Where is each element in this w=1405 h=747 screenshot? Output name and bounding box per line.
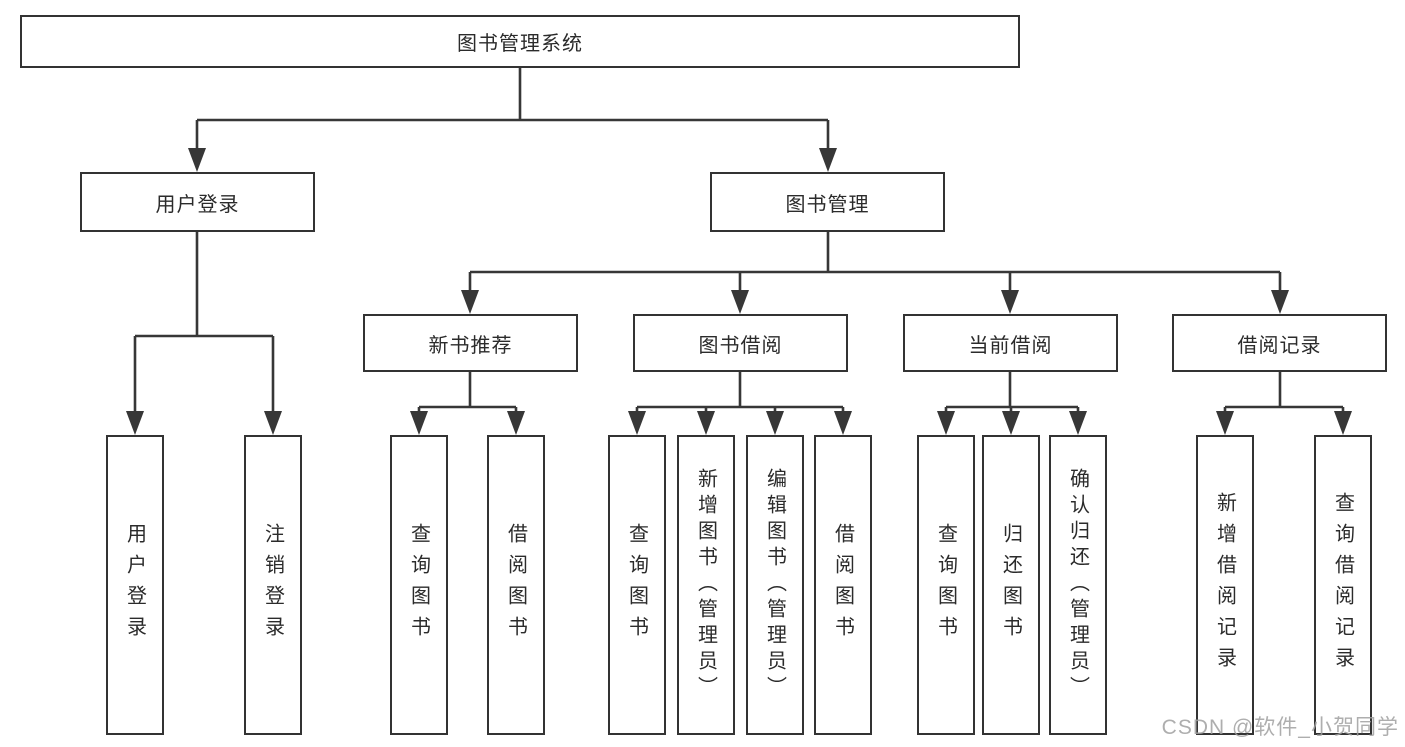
leaf-query-books-borrowing: 查询图书 xyxy=(608,435,666,735)
leaf-label: 用户登录 xyxy=(123,523,146,647)
node-root-system: 图书管理系统 xyxy=(20,15,1020,68)
node-label: 图书借阅 xyxy=(698,334,783,357)
branch-rails xyxy=(135,68,1343,409)
leaf-query-borrow-record: 查询借阅记录 xyxy=(1314,435,1372,735)
leaf-borrow-books: 借阅图书 xyxy=(814,435,872,735)
node-book-borrowing: 图书借阅 xyxy=(633,314,848,372)
node-book-management-branch: 图书管理 xyxy=(710,172,945,232)
leaf-label: 查询图书 xyxy=(625,523,648,647)
leaf-return-books: 归还图书 xyxy=(982,435,1040,735)
leaf-label: 注销登录 xyxy=(261,523,284,647)
leaf-user-login: 用户登录 xyxy=(106,435,164,735)
leaf-borrow-books-recommend: 借阅图书 xyxy=(487,435,545,735)
node-label: 图书管理系统 xyxy=(457,33,583,55)
leaf-label: 借阅图书 xyxy=(504,523,527,647)
leaf-query-books-current: 查询图书 xyxy=(917,435,975,735)
node-label: 当前借阅 xyxy=(968,334,1053,357)
leaf-edit-books-admin: 编辑图书（管理员） xyxy=(746,435,804,735)
node-label: 图书管理 xyxy=(785,193,870,216)
leaf-label: 新增图书（管理员） xyxy=(694,468,717,702)
node-current-borrowing: 当前借阅 xyxy=(903,314,1118,372)
leaf-label: 新增借阅记录 xyxy=(1213,492,1236,678)
leaf-add-books-admin: 新增图书（管理员） xyxy=(677,435,735,735)
arrowheads xyxy=(126,148,1352,435)
node-user-login-branch: 用户登录 xyxy=(80,172,315,232)
csdn-watermark: CSDN @软件_小贺同学 xyxy=(1161,716,1399,739)
leaf-label: 查询借阅记录 xyxy=(1331,492,1354,678)
node-new-book-recommend: 新书推荐 xyxy=(363,314,578,372)
node-label: 借阅记录 xyxy=(1237,334,1322,357)
node-label: 新书推荐 xyxy=(428,334,513,357)
leaf-add-borrow-record: 新增借阅记录 xyxy=(1196,435,1254,735)
leaf-label: 查询图书 xyxy=(934,523,957,647)
leaf-query-books-recommend: 查询图书 xyxy=(390,435,448,735)
leaf-label: 归还图书 xyxy=(999,523,1022,647)
leaf-label: 查询图书 xyxy=(407,523,430,647)
leaf-logout: 注销登录 xyxy=(244,435,302,735)
node-label: 用户登录 xyxy=(155,193,240,216)
leaf-label: 借阅图书 xyxy=(831,523,854,647)
leaf-label: 确认归还（管理员） xyxy=(1066,468,1089,702)
leaf-confirm-return-admin: 确认归还（管理员） xyxy=(1049,435,1107,735)
leaf-label: 编辑图书（管理员） xyxy=(763,468,786,702)
node-borrowing-records: 借阅记录 xyxy=(1172,314,1387,372)
